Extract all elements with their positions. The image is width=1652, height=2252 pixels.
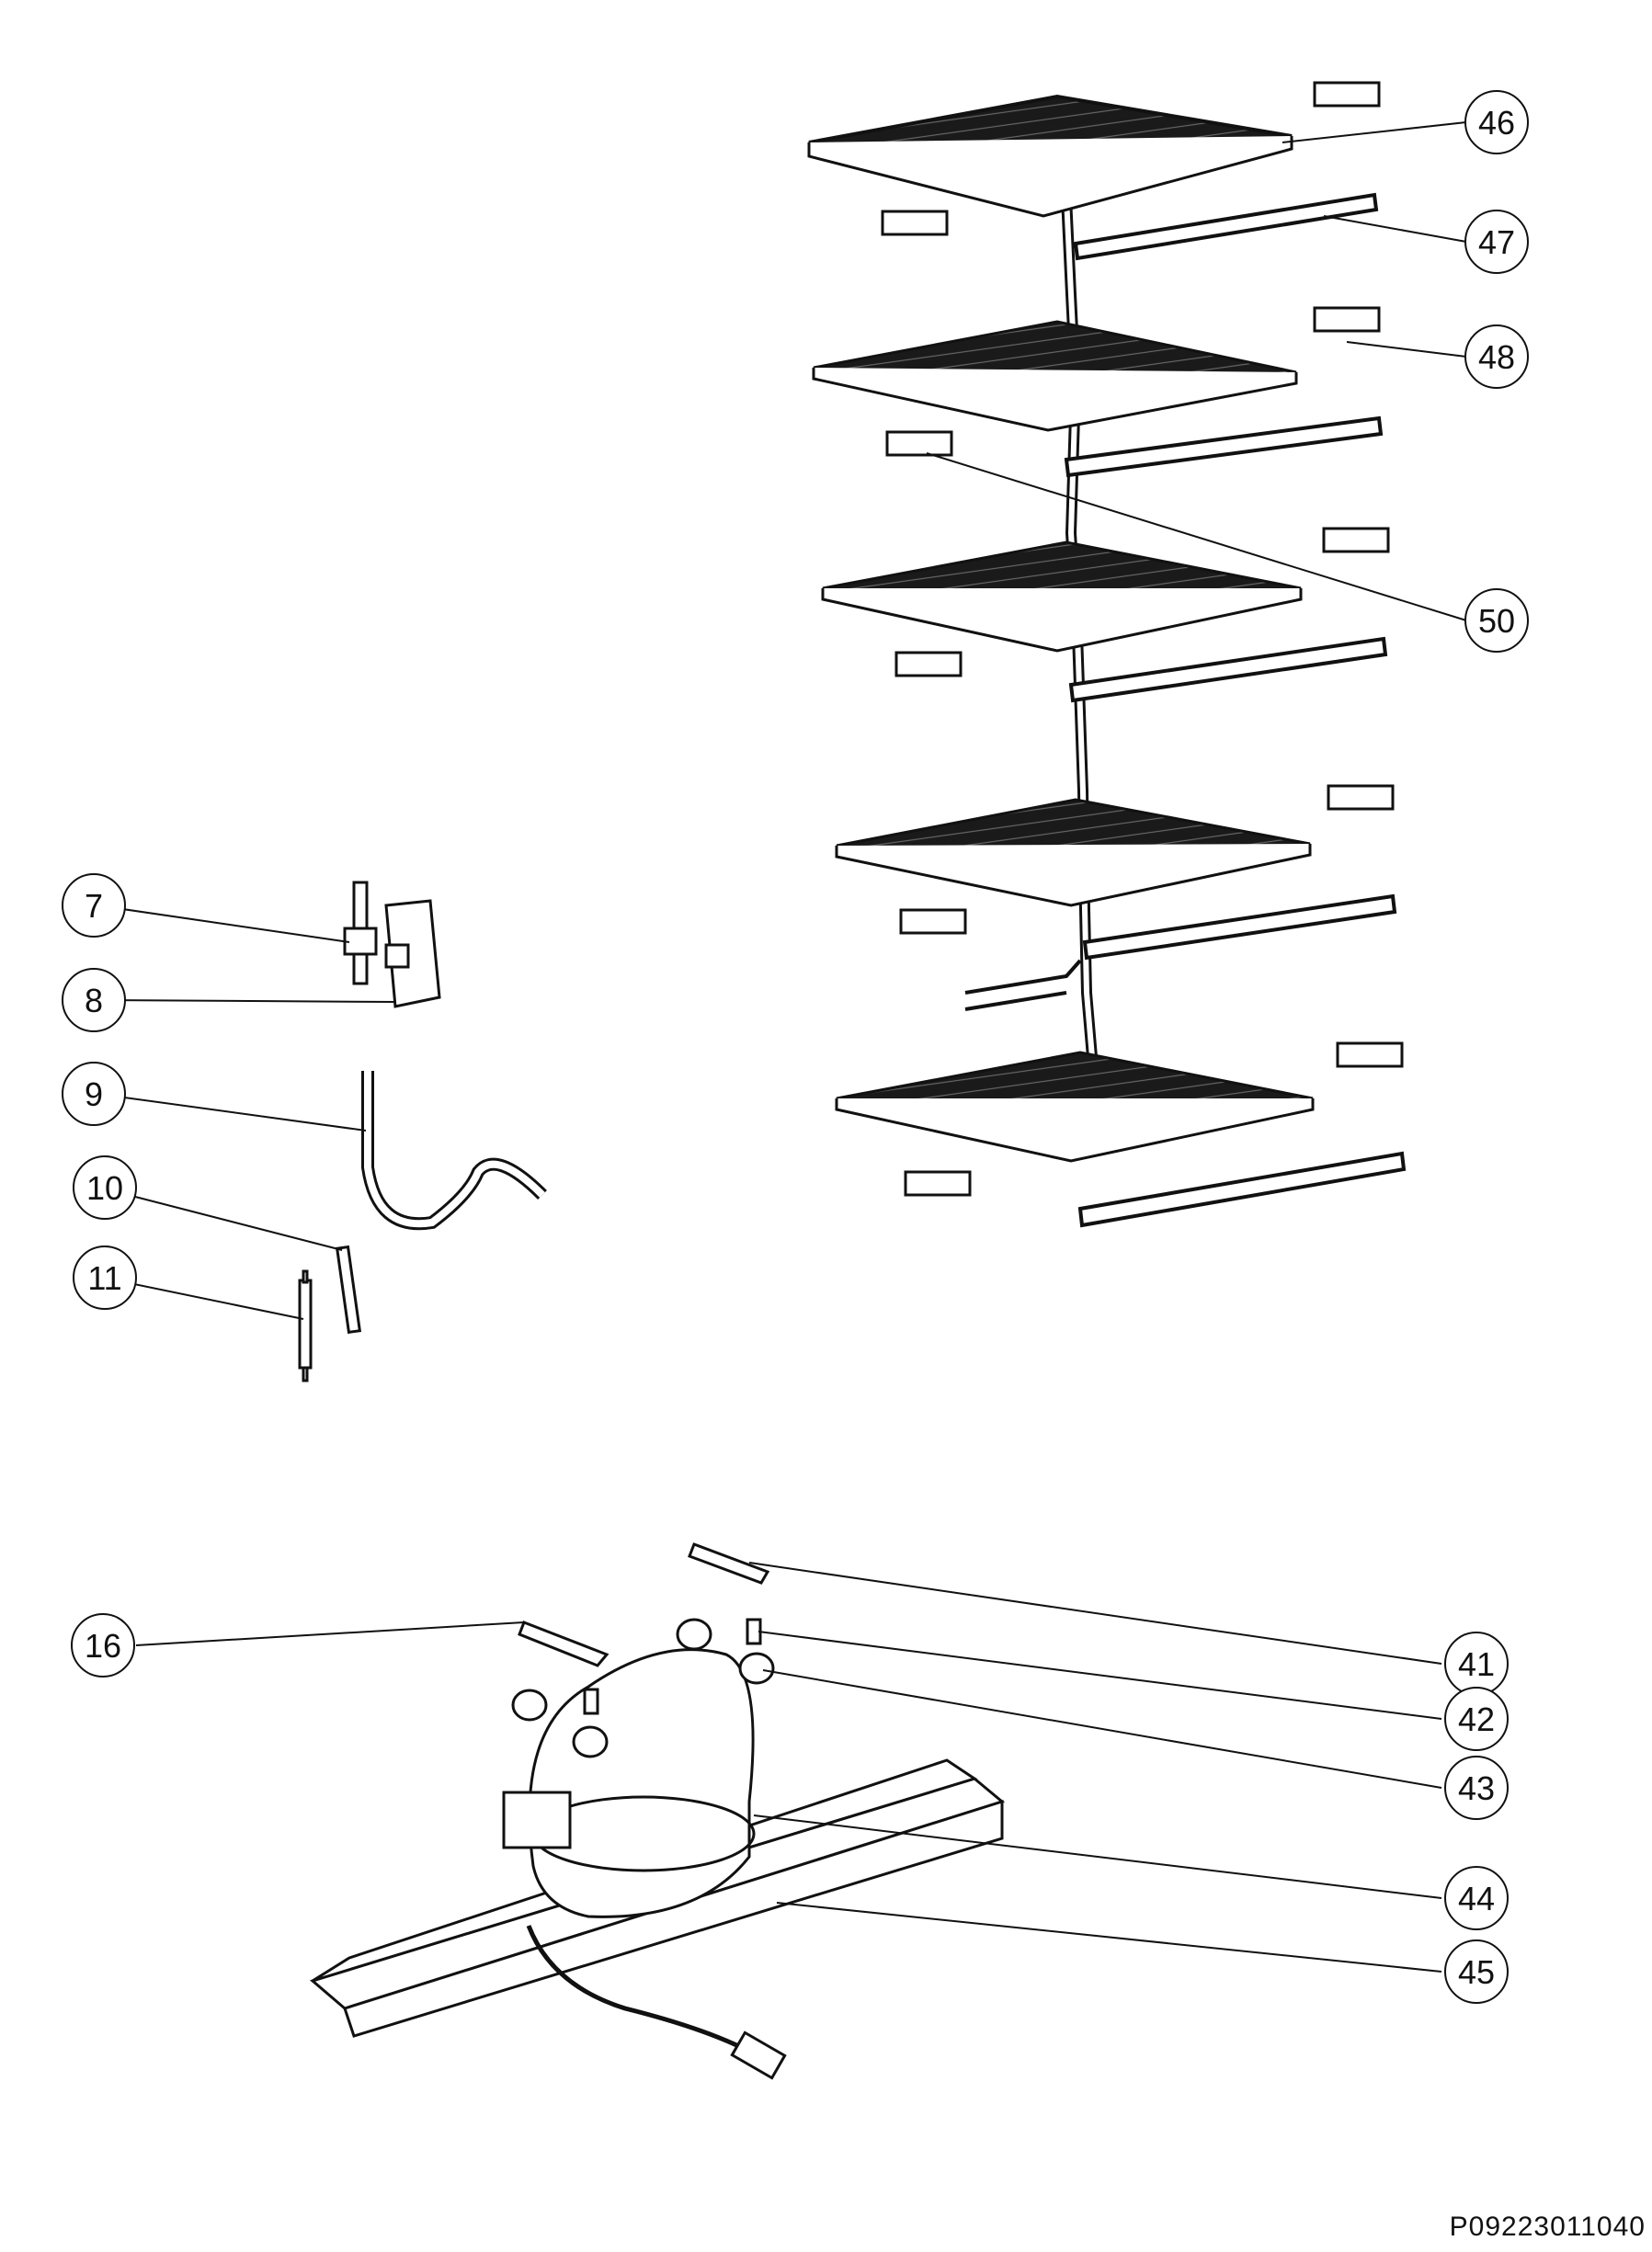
- callout-16: 16: [71, 1613, 135, 1678]
- callout-46-label: 46: [1478, 104, 1515, 142]
- callout-44-label: 44: [1458, 1880, 1495, 1917]
- callout-50-label: 50: [1478, 602, 1515, 640]
- power-cord: [526, 1925, 765, 2062]
- callout-16-label: 16: [85, 1627, 121, 1665]
- grommets-43: [511, 1618, 775, 1758]
- callout-9: 9: [62, 1062, 126, 1126]
- plug: [730, 2030, 787, 2080]
- callout-7-label: 7: [85, 887, 103, 925]
- callout-47: 47: [1464, 210, 1529, 274]
- leader-lines: [97, 121, 1467, 1973]
- callout-42-label: 42: [1458, 1700, 1495, 1738]
- callout-8: 8: [62, 968, 126, 1032]
- callouts: 7 8 9 10 11 16 41 42: [62, 90, 1529, 2004]
- callout-41: 41: [1444, 1632, 1509, 1696]
- shelf-clips: [881, 81, 1404, 1197]
- clamp-16: [518, 1621, 610, 1667]
- callout-50: 50: [1464, 588, 1529, 653]
- bracket-7: [343, 881, 378, 985]
- evaporator-shelf-5: [835, 1051, 1315, 1163]
- callout-8-label: 8: [85, 982, 103, 1019]
- sleeves-42: [583, 1618, 762, 1715]
- drawing-code: P09223011040: [1449, 2212, 1646, 2242]
- housing-8: [384, 899, 441, 1008]
- small-parts: [298, 881, 547, 1382]
- tube-10: [335, 1245, 362, 1335]
- callout-48: 48: [1464, 324, 1529, 389]
- callout-7: 7: [62, 873, 126, 938]
- compressor-body: [502, 1648, 756, 1918]
- clamp-41: [688, 1542, 770, 1585]
- callout-48-label: 48: [1478, 338, 1515, 376]
- compressor-assembly: [309, 1542, 1006, 2080]
- callout-11-label: 11: [87, 1259, 121, 1297]
- filter-drier-11: [298, 1269, 313, 1382]
- evaporator-shelf-2: [812, 320, 1298, 432]
- callout-45-label: 45: [1458, 1953, 1495, 1991]
- callout-41-label: 41: [1458, 1645, 1495, 1683]
- callout-47-label: 47: [1478, 223, 1515, 261]
- shelf-rails: [964, 192, 1407, 1228]
- callout-9-label: 9: [85, 1075, 103, 1113]
- callout-11: 11: [73, 1245, 137, 1310]
- evaporator-assembly: [807, 81, 1407, 1228]
- callout-10: 10: [73, 1155, 137, 1220]
- callout-10-label: 10: [86, 1169, 123, 1207]
- evaporator-shelf-3: [821, 540, 1303, 653]
- evaporator-shelf-4: [835, 798, 1312, 907]
- callout-45: 45: [1444, 1939, 1509, 2004]
- callout-43: 43: [1444, 1756, 1509, 1820]
- callout-43-label: 43: [1458, 1769, 1495, 1807]
- callout-46: 46: [1464, 90, 1529, 154]
- callout-44: 44: [1444, 1866, 1509, 1930]
- callout-42: 42: [1444, 1687, 1509, 1751]
- evaporator-shelf-1: [807, 94, 1293, 218]
